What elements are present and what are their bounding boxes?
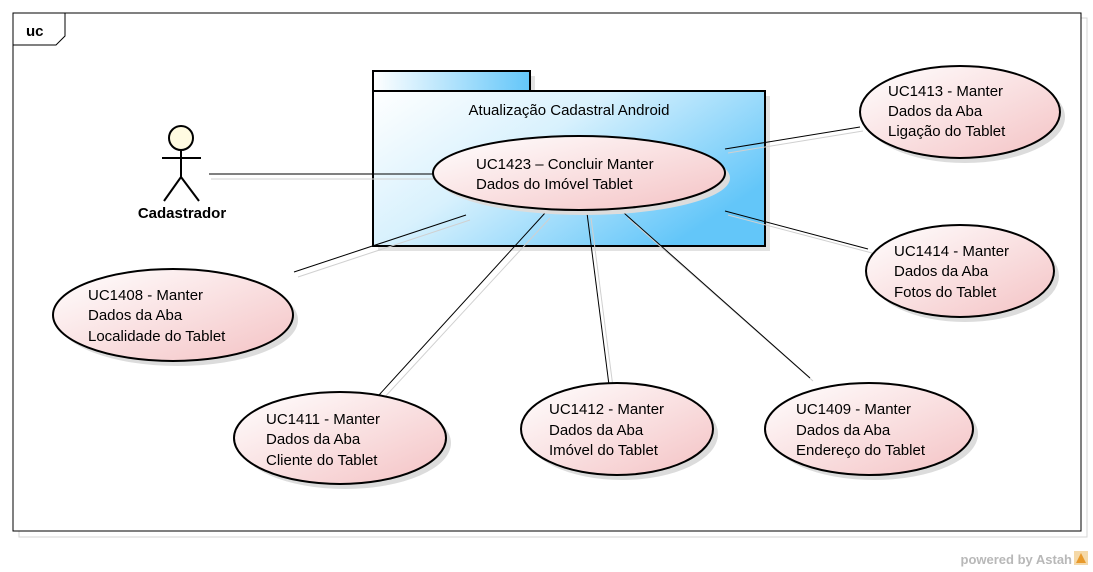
astah-logo-icon bbox=[1074, 551, 1088, 565]
association-uc1408 bbox=[293, 214, 467, 273]
actor-head bbox=[168, 125, 194, 151]
powered-by-text: powered by Astah bbox=[961, 552, 1073, 567]
association-lines bbox=[209, 126, 869, 396]
usecase-uc1408[interactable]: UC1408 - Manter Dados da Aba Localidade … bbox=[52, 268, 298, 366]
package-tab bbox=[372, 70, 531, 92]
association-uc1414 bbox=[724, 210, 869, 250]
association-uc1412 bbox=[586, 212, 610, 386]
association-uc1409 bbox=[623, 212, 811, 379]
usecase-uc1414[interactable]: UC1414 - Manter Dados da Aba Fotos do Ta… bbox=[865, 224, 1059, 322]
usecase-uc1408-line1: UC1408 - Manter bbox=[88, 287, 203, 304]
usecase-uc1413-line1: UC1413 - Manter bbox=[888, 83, 1003, 100]
usecase-uc1423-line1: UC1423 – Concluir Manter bbox=[476, 156, 654, 173]
usecase-uc1409-line3: Endereço do Tablet bbox=[796, 442, 926, 459]
usecase-uc1412[interactable]: UC1412 - Manter Dados da Aba Imóvel do T… bbox=[520, 382, 718, 480]
usecase-uc1411[interactable]: UC1411 - Manter Dados da Aba Cliente do … bbox=[233, 391, 451, 489]
usecase-uc1413-line3: Ligação do Tablet bbox=[888, 123, 1006, 140]
frame-label-tab bbox=[12, 12, 66, 46]
usecase-uc1411-line1: UC1411 - Manter bbox=[266, 411, 380, 428]
usecase-uc1411-line2: Dados da Aba bbox=[266, 431, 361, 448]
usecase-uc1414-line3: Fotos do Tablet bbox=[894, 284, 997, 301]
usecase-uc1408-line2: Dados da Aba bbox=[88, 307, 183, 324]
usecase-uc1408-line3: Localidade do Tablet bbox=[88, 328, 226, 345]
actor-label: Cadastrador bbox=[138, 205, 227, 222]
usecase-uc1423-line2: Dados do Imóvel Tablet bbox=[476, 176, 633, 193]
usecase-uc1412-line3: Imóvel do Tablet bbox=[549, 442, 659, 459]
usecase-uc1423[interactable]: UC1423 – Concluir Manter Dados do Imóvel… bbox=[432, 135, 730, 215]
usecase-uc1412-line1: UC1412 - Manter bbox=[549, 401, 664, 418]
usecase-uc1409-line2: Dados da Aba bbox=[796, 422, 891, 439]
usecase-uc1414-line2: Dados da Aba bbox=[894, 263, 989, 280]
usecase-uc1409-line1: UC1409 - Manter bbox=[796, 401, 911, 418]
usecase-uc1409[interactable]: UC1409 - Manter Dados da Aba Endereço do… bbox=[764, 382, 978, 480]
usecase-uc1412-line2: Dados da Aba bbox=[549, 422, 644, 439]
association-uc1413 bbox=[724, 126, 861, 150]
frame-label: uc bbox=[26, 23, 44, 40]
package-title: Atualização Cadastral Android bbox=[469, 102, 670, 119]
actor-cadastrador[interactable]: Cadastrador bbox=[138, 125, 227, 222]
association-uc1411 bbox=[378, 212, 546, 396]
usecase-uc1413-line2: Dados da Aba bbox=[888, 103, 983, 120]
usecase-uc1414-line1: UC1414 - Manter bbox=[894, 243, 1009, 260]
usecase-uc1413[interactable]: UC1413 - Manter Dados da Aba Ligação do … bbox=[859, 65, 1065, 163]
usecase-uc1411-line3: Cliente do Tablet bbox=[266, 452, 378, 469]
